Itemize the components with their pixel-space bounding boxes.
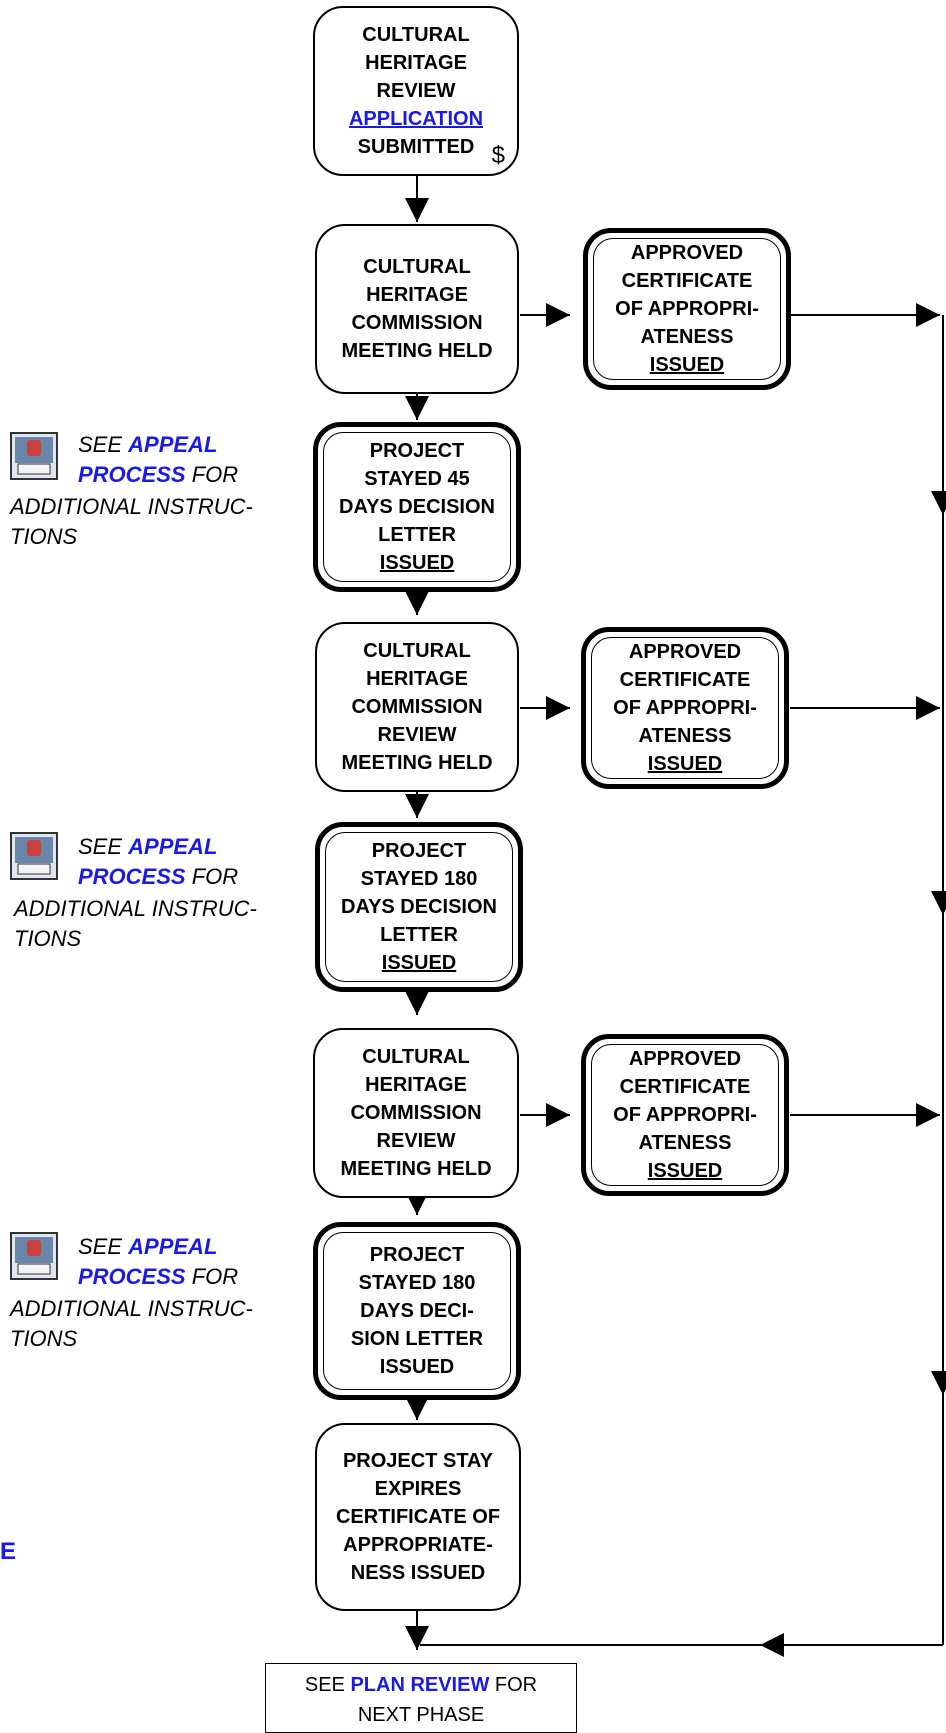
appeal-see: SEE — [78, 1234, 129, 1259]
stay-2-line: DAYS DECISION — [341, 896, 497, 918]
plan-review-link[interactable]: PLAN REVIEW — [350, 1674, 490, 1696]
stay-2-line: LETTER — [380, 924, 458, 946]
expires-line: CERTIFICATE OF — [335, 1506, 501, 1528]
appeal-process-icon[interactable] — [10, 432, 58, 480]
approved-1-line: ATENESS — [640, 326, 734, 348]
appeal-line-4: TIONS — [10, 524, 78, 549]
approved-certificate-box-3: APPROVED CERTIFICATE OF APPROPRI- ATENES… — [581, 1034, 789, 1196]
stay-3-line: SION LETTER — [350, 1328, 484, 1350]
plan-review-box: SEE PLAN REVIEW FOR NEXT PHASE — [265, 1663, 577, 1733]
approved-1-line: APPROVED — [630, 242, 744, 264]
project-stay-expires-box: PROJECT STAY EXPIRES CERTIFICATE OF APPR… — [315, 1423, 521, 1611]
meeting-2-line: REVIEW — [377, 724, 457, 746]
stay-2-line: PROJECT — [371, 840, 467, 862]
plan-see: SEE — [304, 1674, 351, 1696]
meeting-1-line: MEETING HELD — [341, 340, 493, 362]
stay-1-line: STAYED 45 — [364, 468, 470, 490]
start-line-4: SUBMITTED — [357, 136, 475, 158]
stay-1-line: PROJECT — [369, 440, 465, 462]
approved-2-line: CERTIFICATE — [619, 669, 751, 691]
appeal-for: FOR — [185, 864, 239, 889]
appeal-line-3: ADDITIONAL INSTRUC- — [10, 494, 253, 519]
commission-meeting-box-3: CULTURAL HERITAGE COMMISSION REVIEW MEET… — [313, 1028, 519, 1198]
meeting-1-line: CULTURAL — [363, 256, 471, 278]
plan-for: FOR — [489, 1674, 538, 1696]
stay-1-issued: ISSUED — [379, 552, 455, 574]
project-stayed-box-3: PROJECT STAYED 180 DAYS DECI- SION LETTE… — [313, 1222, 521, 1400]
approved-2-line: ATENESS — [638, 725, 732, 747]
appeal-link[interactable]: APPEAL — [128, 834, 218, 859]
meeting-2-line: MEETING HELD — [341, 752, 493, 774]
approved-certificate-box-2: APPROVED CERTIFICATE OF APPROPRI- ATENES… — [581, 627, 789, 789]
commission-meeting-box-2: CULTURAL HERITAGE COMMISSION REVIEW MEET… — [315, 622, 519, 792]
appeal-see: SEE — [78, 432, 129, 457]
meeting-2-line: COMMISSION — [351, 696, 483, 718]
expires-line: NESS ISSUED — [350, 1562, 486, 1584]
appeal-line-4: TIONS — [10, 1326, 78, 1351]
meeting-2-line: CULTURAL — [363, 640, 471, 662]
appeal-line-3: ADDITIONAL INSTRUC- — [14, 896, 257, 921]
approved-certificate-box-1: APPROVED CERTIFICATE OF APPROPRI- ATENES… — [583, 228, 791, 390]
meeting-3-line: CULTURAL — [362, 1046, 470, 1068]
meeting-1-line: HERITAGE — [366, 284, 468, 306]
stay-1-line: DAYS DECISION — [339, 496, 495, 518]
process-link[interactable]: PROCESS — [78, 462, 186, 487]
approved-2-issued: ISSUED — [647, 753, 723, 775]
process-link[interactable]: PROCESS — [78, 1264, 186, 1289]
appeal-see: SEE — [78, 834, 129, 859]
appeal-link[interactable]: APPEAL — [128, 432, 218, 457]
approved-1-line: CERTIFICATE — [621, 270, 753, 292]
expires-line: PROJECT STAY — [342, 1450, 494, 1472]
side-link-fragment[interactable]: E — [0, 1538, 17, 1565]
appeal-for: FOR — [185, 462, 239, 487]
plan-next-phase: NEXT PHASE — [357, 1704, 485, 1726]
application-link[interactable]: APPLICATION — [348, 108, 484, 130]
stay-1-line: LETTER — [378, 524, 456, 546]
fee-dollar-icon: $ — [491, 142, 505, 169]
project-stayed-box-1: PROJECT STAYED 45 DAYS DECISION LETTER I… — [313, 422, 521, 592]
meeting-2-line: HERITAGE — [366, 668, 468, 690]
approved-3-issued: ISSUED — [647, 1160, 723, 1182]
meeting-3-line: MEETING HELD — [340, 1158, 492, 1180]
expires-line: APPROPRIATE- — [343, 1534, 493, 1556]
appeal-process-icon[interactable] — [10, 1232, 58, 1280]
start-line-3: REVIEW — [376, 80, 456, 102]
stay-3-line: PROJECT — [369, 1244, 465, 1266]
meeting-3-line: REVIEW — [376, 1130, 456, 1152]
stay-2-line: STAYED 180 — [360, 868, 478, 890]
appeal-line-4: TIONS — [14, 926, 82, 951]
stay-3-line: ISSUED — [379, 1356, 455, 1378]
approved-2-line: APPROVED — [628, 641, 742, 663]
project-stayed-box-2: PROJECT STAYED 180 DAYS DECISION LETTER … — [315, 822, 523, 992]
approved-3-line: CERTIFICATE — [619, 1076, 751, 1098]
commission-meeting-box-1: CULTURAL HERITAGE COMMISSION MEETING HEL… — [315, 224, 519, 394]
meeting-3-line: COMMISSION — [350, 1102, 482, 1124]
approved-3-line: APPROVED — [628, 1048, 742, 1070]
expires-line: EXPIRES — [374, 1478, 462, 1500]
approved-1-line: OF APPROPRI- — [615, 298, 759, 320]
appeal-link[interactable]: APPEAL — [128, 1234, 218, 1259]
appeal-for: FOR — [185, 1264, 239, 1289]
start-line-2: HERITAGE — [365, 52, 467, 74]
approved-3-line: ATENESS — [638, 1132, 732, 1154]
approved-2-line: OF APPROPRI- — [613, 697, 757, 719]
process-link[interactable]: PROCESS — [78, 864, 186, 889]
stay-3-line: DAYS DECI- — [360, 1300, 474, 1322]
stay-2-issued: ISSUED — [381, 952, 457, 974]
stay-3-line: STAYED 180 — [358, 1272, 476, 1294]
appeal-line-3: ADDITIONAL INSTRUC- — [10, 1296, 253, 1321]
start-line-1: CULTURAL — [362, 24, 470, 46]
appeal-process-icon[interactable] — [10, 832, 58, 880]
meeting-1-line: COMMISSION — [351, 312, 483, 334]
approved-1-issued: ISSUED — [649, 354, 725, 376]
approved-3-line: OF APPROPRI- — [613, 1104, 757, 1126]
application-submitted-box: CULTURAL HERITAGE REVIEW APPLICATION SUB… — [313, 6, 519, 176]
meeting-3-line: HERITAGE — [365, 1074, 467, 1096]
